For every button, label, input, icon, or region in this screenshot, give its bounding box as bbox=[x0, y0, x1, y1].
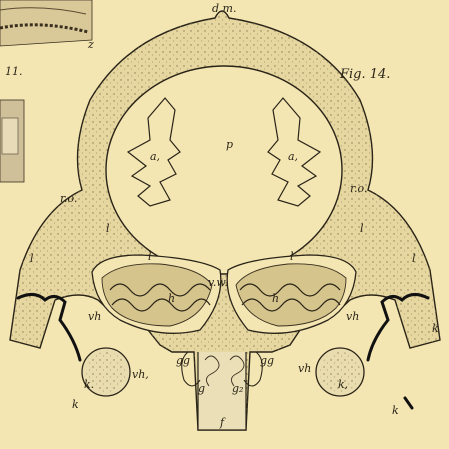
label-h-left: h bbox=[168, 292, 175, 305]
side-figure-label: 11. bbox=[5, 65, 23, 78]
label-h-right: h bbox=[272, 292, 279, 305]
label-l-right-upper: l bbox=[360, 222, 364, 235]
label-l-left-mid: l bbox=[148, 250, 152, 263]
label-vh-right: vh bbox=[346, 310, 359, 323]
label-a-left: a, bbox=[150, 150, 160, 163]
label-z: z bbox=[87, 38, 94, 51]
label-gg-left: gg bbox=[176, 354, 190, 367]
label-gg-right: gg bbox=[260, 354, 274, 367]
label-vh-left-lower: vh, bbox=[132, 368, 149, 381]
label-l-left-upper: l bbox=[106, 222, 110, 235]
label-l-right-outer: l bbox=[412, 252, 416, 265]
label-vw: v.w. bbox=[208, 276, 228, 289]
label-k-right-small: k, bbox=[338, 378, 348, 391]
figure-label: Fig. 14. bbox=[339, 67, 390, 82]
label-ro-left: r.o. bbox=[60, 192, 77, 205]
label-k-left: k bbox=[72, 398, 79, 411]
label-p: p bbox=[226, 138, 233, 151]
label-g-right: g₂ bbox=[232, 382, 243, 395]
adjacent-figure-fragment bbox=[0, 0, 92, 46]
label-k-right-lower: k bbox=[392, 404, 399, 417]
label-l-right-mid: l bbox=[290, 250, 294, 263]
label-vh-right-lower: vh bbox=[298, 362, 311, 375]
label-k-left-small: k. bbox=[84, 378, 94, 391]
side-figure-fragment bbox=[0, 100, 24, 182]
label-k-right: k bbox=[432, 322, 439, 335]
label-a-right: a, bbox=[288, 150, 298, 163]
label-l-left-outer: l bbox=[30, 252, 34, 265]
label-dm: d m. bbox=[212, 2, 236, 15]
label-vh-left: vh bbox=[88, 310, 101, 323]
label-ro-right: r.o. bbox=[350, 182, 367, 195]
label-g-left: g bbox=[198, 382, 205, 395]
